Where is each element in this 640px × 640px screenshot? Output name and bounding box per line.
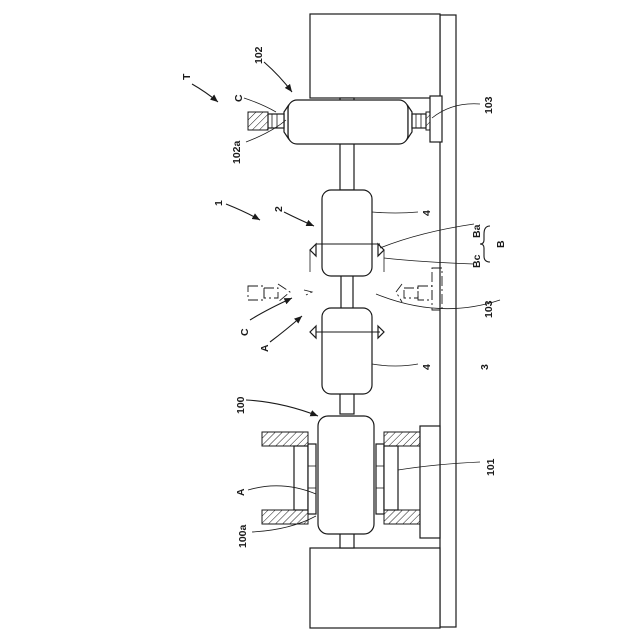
label-A-mid: A xyxy=(259,344,271,352)
tire-100 xyxy=(318,416,374,534)
label-101: 101 xyxy=(485,458,497,476)
label-3: 3 xyxy=(479,364,491,370)
label-102: 102 xyxy=(253,46,265,64)
fixture-left xyxy=(262,432,316,524)
phantom-chuck-103-mid xyxy=(396,268,442,310)
lower-end-block xyxy=(310,548,440,628)
label-B: B xyxy=(495,240,507,248)
label-103-mid: 103 xyxy=(483,300,495,318)
label-102a: 102a xyxy=(231,140,243,164)
label-C-top: C xyxy=(233,94,245,102)
label-1: 1 xyxy=(213,200,225,206)
label-C-mid: C xyxy=(239,328,251,336)
label-4-bot: 4 xyxy=(421,364,433,370)
label-103-top: 103 xyxy=(483,96,495,114)
label-T: T xyxy=(181,73,193,80)
label-Bc: Bc xyxy=(471,254,483,268)
upper-end-block xyxy=(310,14,440,98)
label-2: 2 xyxy=(273,206,285,212)
tire-lower-middle xyxy=(310,308,384,394)
tire-2 xyxy=(310,190,384,276)
tire-102 xyxy=(284,100,412,144)
label-4-top: 4 xyxy=(421,210,433,216)
label-100: 100 xyxy=(235,396,247,414)
label-100a: 100a xyxy=(237,524,249,548)
chuck-right-103-top xyxy=(412,96,442,142)
chuck-left-102 xyxy=(248,112,284,130)
shaft-middle xyxy=(341,274,353,312)
label-Ba: Ba xyxy=(471,224,483,238)
fixture-101 xyxy=(376,426,440,538)
label-A-bot: A xyxy=(235,488,247,496)
phantom-chuck-c xyxy=(248,284,312,302)
